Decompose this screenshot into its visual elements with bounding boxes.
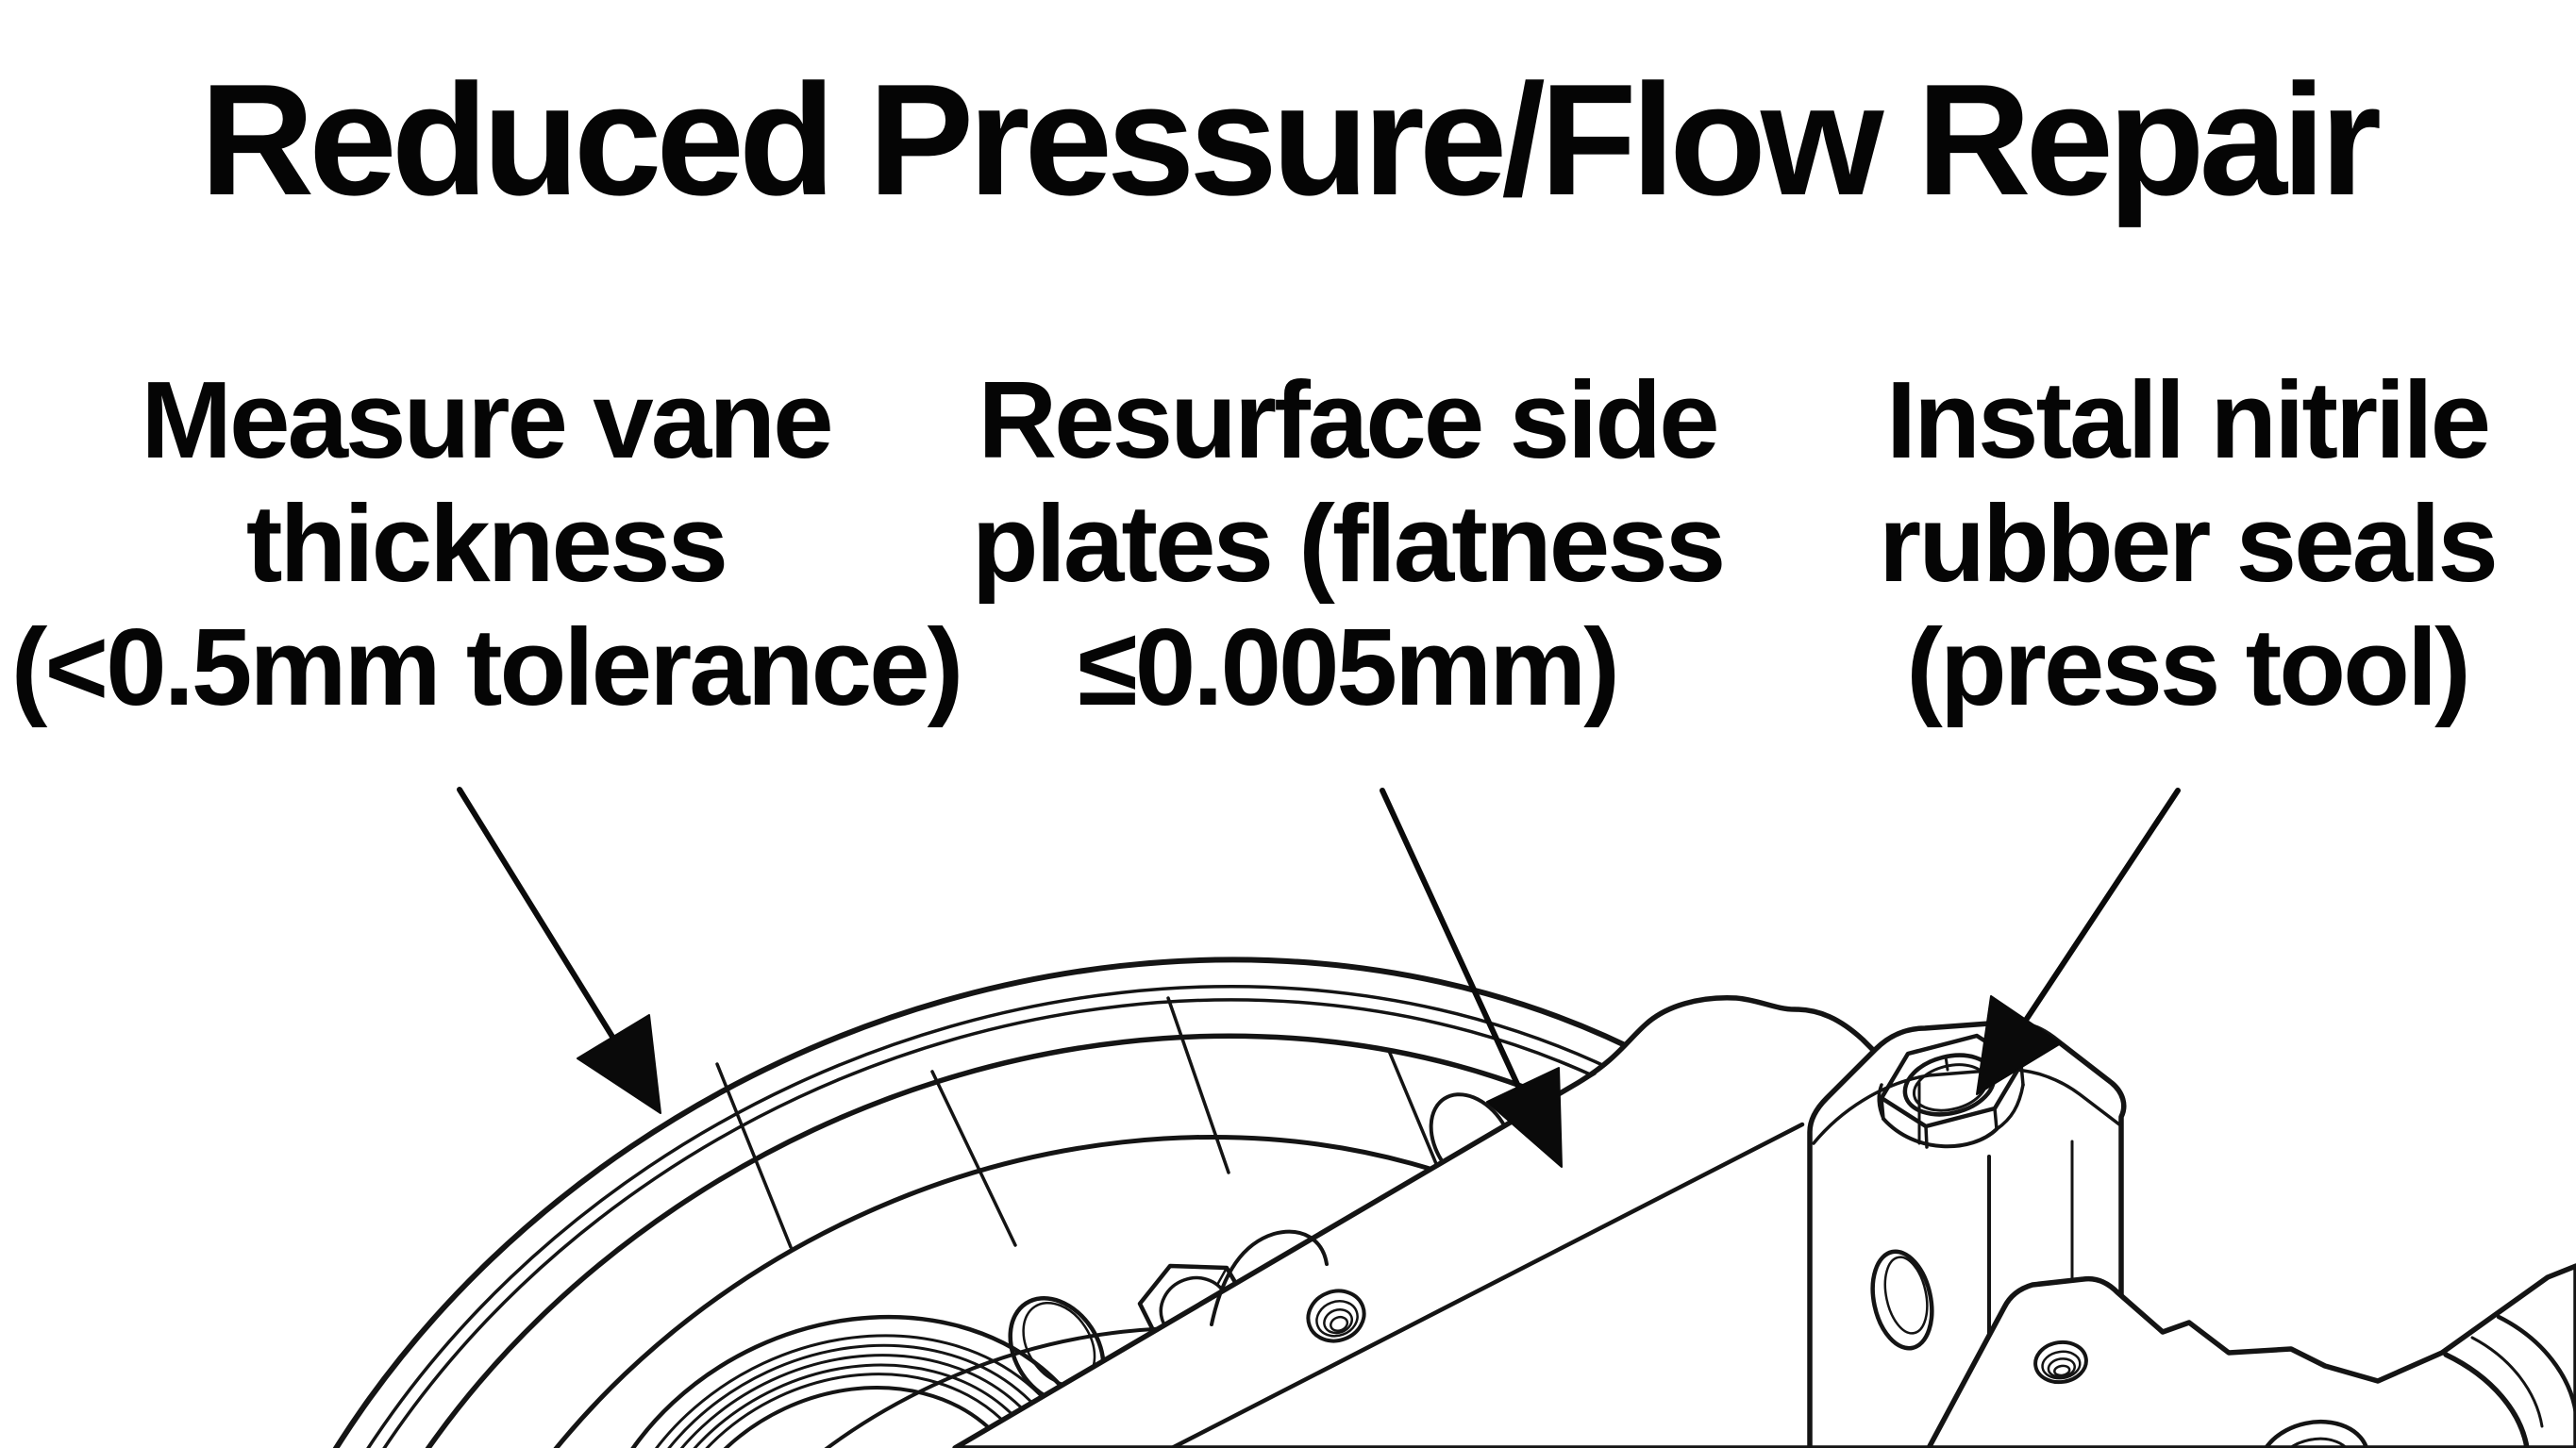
callout-line: ≤0.005mm) [1078, 606, 1620, 728]
callout-line: Resurface side [978, 358, 1719, 481]
hub-arc [606, 1325, 1640, 1448]
side-plate-bracket [952, 995, 1909, 1448]
callout-vane-thickness: Measure vane thickness (<0.5mm tolerance… [10, 358, 964, 729]
seal-tick [1944, 1055, 1949, 1072]
callout-line: Measure vane [141, 358, 833, 481]
wedge-line [1166, 996, 1230, 1174]
outlet-cylinder [2443, 1314, 2576, 1448]
post-chamfer-band [1812, 1068, 2121, 1145]
callout-side-plates: Resurface side plates (flatness ≤0.005mm… [971, 358, 1727, 729]
face-step-arc [393, 1134, 1852, 1448]
callout-line: plates (flatness [971, 482, 1727, 605]
callout-line: (press tool) [1906, 606, 2471, 728]
annotation-arrow-plates [1380, 788, 1563, 1168]
plate-bottom-edge [1169, 1122, 1805, 1448]
body-bore [2257, 1419, 2370, 1448]
plate-top-strip [987, 1072, 1597, 1430]
annotation-arrow-vane [457, 787, 661, 1114]
arrowhead-icon [1486, 1067, 1563, 1168]
post-oval-hole [1870, 1249, 1934, 1351]
hex-nut [1877, 1033, 2025, 1149]
page-title: Reduced Pressure/Flow Repair [199, 51, 2382, 228]
plate-threaded-hole [1306, 1289, 1366, 1343]
side-plate-outline [952, 995, 1909, 1448]
callout-line: (<0.5mm tolerance) [10, 606, 964, 728]
annotation-arrow-seals [1976, 788, 2181, 1095]
callout-nitrile-seals: Install nitrile rubber seals (press tool… [1879, 358, 2499, 729]
pump-body [1926, 1263, 2576, 1448]
body-outline [1926, 1263, 2576, 1448]
callout-line: Install nitrile [1885, 358, 2491, 481]
callout-line: thickness [245, 482, 728, 605]
mounting-boss [1210, 1229, 1329, 1326]
body-threaded-hole [2033, 1340, 2088, 1385]
arrowhead-icon [1976, 995, 2062, 1095]
arrowhead-icon [577, 1014, 661, 1114]
wedge-line [930, 1070, 1017, 1247]
wedge-line [1387, 1049, 1444, 1179]
wedge-line [715, 1062, 793, 1249]
callout-line: rubber seals [1879, 482, 2499, 605]
